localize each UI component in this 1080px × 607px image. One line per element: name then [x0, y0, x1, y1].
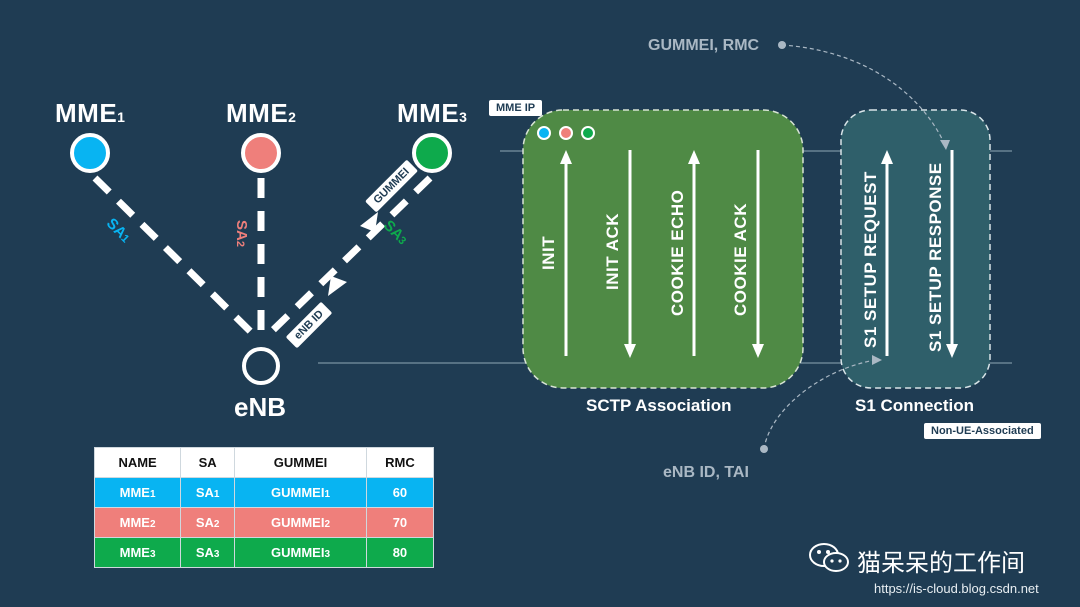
s1-arrows — [881, 150, 958, 358]
annotation-curve-bottom — [763, 359, 876, 450]
table-header: NAME — [93, 447, 182, 478]
table-cell-gummei: GUMMEI2 — [234, 507, 367, 538]
table-cell-rmc: 80 — [365, 537, 435, 568]
watermark-url: https://is-cloud.blog.csdn.net — [874, 581, 1039, 596]
annotation-enbid-tai: eNB ID, TAI — [663, 464, 749, 481]
watermark-name: 猫呆呆的工作间 — [857, 549, 1025, 577]
table-cell-rmc: 60 — [365, 477, 435, 508]
table-row: MME2 SA2 GUMMEI2 70 — [93, 507, 435, 538]
sctp-box — [522, 109, 804, 389]
table-row: MME1 SA1 GUMMEI1 60 — [93, 477, 435, 508]
table-cell-name: MME1 — [93, 477, 182, 508]
sctp-arrows — [560, 150, 764, 358]
mme1-label: MME1 — [55, 98, 126, 128]
msg-s1-setup-request: S1 SETUP REQUEST — [861, 171, 880, 348]
table-cell-gummei: GUMMEI3 — [234, 537, 367, 568]
table-cell-rmc: 70 — [365, 507, 435, 538]
sa1-link — [92, 175, 255, 336]
sctp-title: SCTP Association — [586, 396, 732, 415]
msg-init-ack: INIT ACK — [603, 212, 622, 290]
annotation-gummei-rmc: GUMMEI, RMC — [648, 37, 760, 54]
mme-ip-dot-3 — [581, 126, 595, 140]
mme2-node — [241, 133, 281, 173]
table-cell-name: MME2 — [93, 507, 182, 538]
table-cell-name: MME3 — [93, 537, 182, 568]
mme3-node — [412, 133, 452, 173]
msg-s1-setup-response: S1 SETUP RESPONSE — [926, 162, 945, 352]
s1-title: S1 Connection — [855, 396, 975, 415]
mme-ip-dot-2 — [559, 126, 573, 140]
table-header-row: NAME SA GUMMEI RMC — [93, 447, 435, 478]
table-cell-gummei: GUMMEI1 — [234, 477, 367, 508]
mme-ip-tag: MME IP — [489, 100, 543, 116]
wechat-icon — [809, 543, 849, 572]
enb-node — [242, 347, 280, 385]
mme2-label: MME2 — [226, 98, 297, 128]
table-cell-sa: SA3 — [180, 537, 236, 568]
mme-table: NAME SA GUMMEI RMC MME1 SA1 GUMMEI1 60 M… — [93, 447, 435, 568]
enbid-arrowhead — [328, 276, 347, 296]
table-row: MME3 SA3 GUMMEI3 80 — [93, 537, 435, 568]
annotation-curve-top — [781, 44, 946, 146]
msg-cookie-ack: COOKIE ACK — [731, 203, 750, 316]
msg-cookie-echo: COOKIE ECHO — [668, 189, 687, 316]
gummei-arrowhead — [360, 212, 378, 232]
enb-label: eNB — [234, 392, 287, 422]
non-ue-associated-tag: Non-UE-Associated — [924, 423, 1041, 439]
table-header: SA — [180, 447, 236, 478]
mme1-node — [70, 133, 110, 173]
mme-ip-dot-1 — [537, 126, 551, 140]
mme3-label: MME3 — [397, 98, 468, 128]
table-header: GUMMEI — [234, 447, 367, 478]
sa3-link — [267, 175, 433, 336]
sa2-label: SA2 — [232, 220, 250, 247]
table-header: RMC — [365, 447, 435, 478]
msg-init: INIT — [539, 235, 558, 270]
table-cell-sa: SA2 — [180, 507, 236, 538]
table-cell-sa: SA1 — [180, 477, 236, 508]
